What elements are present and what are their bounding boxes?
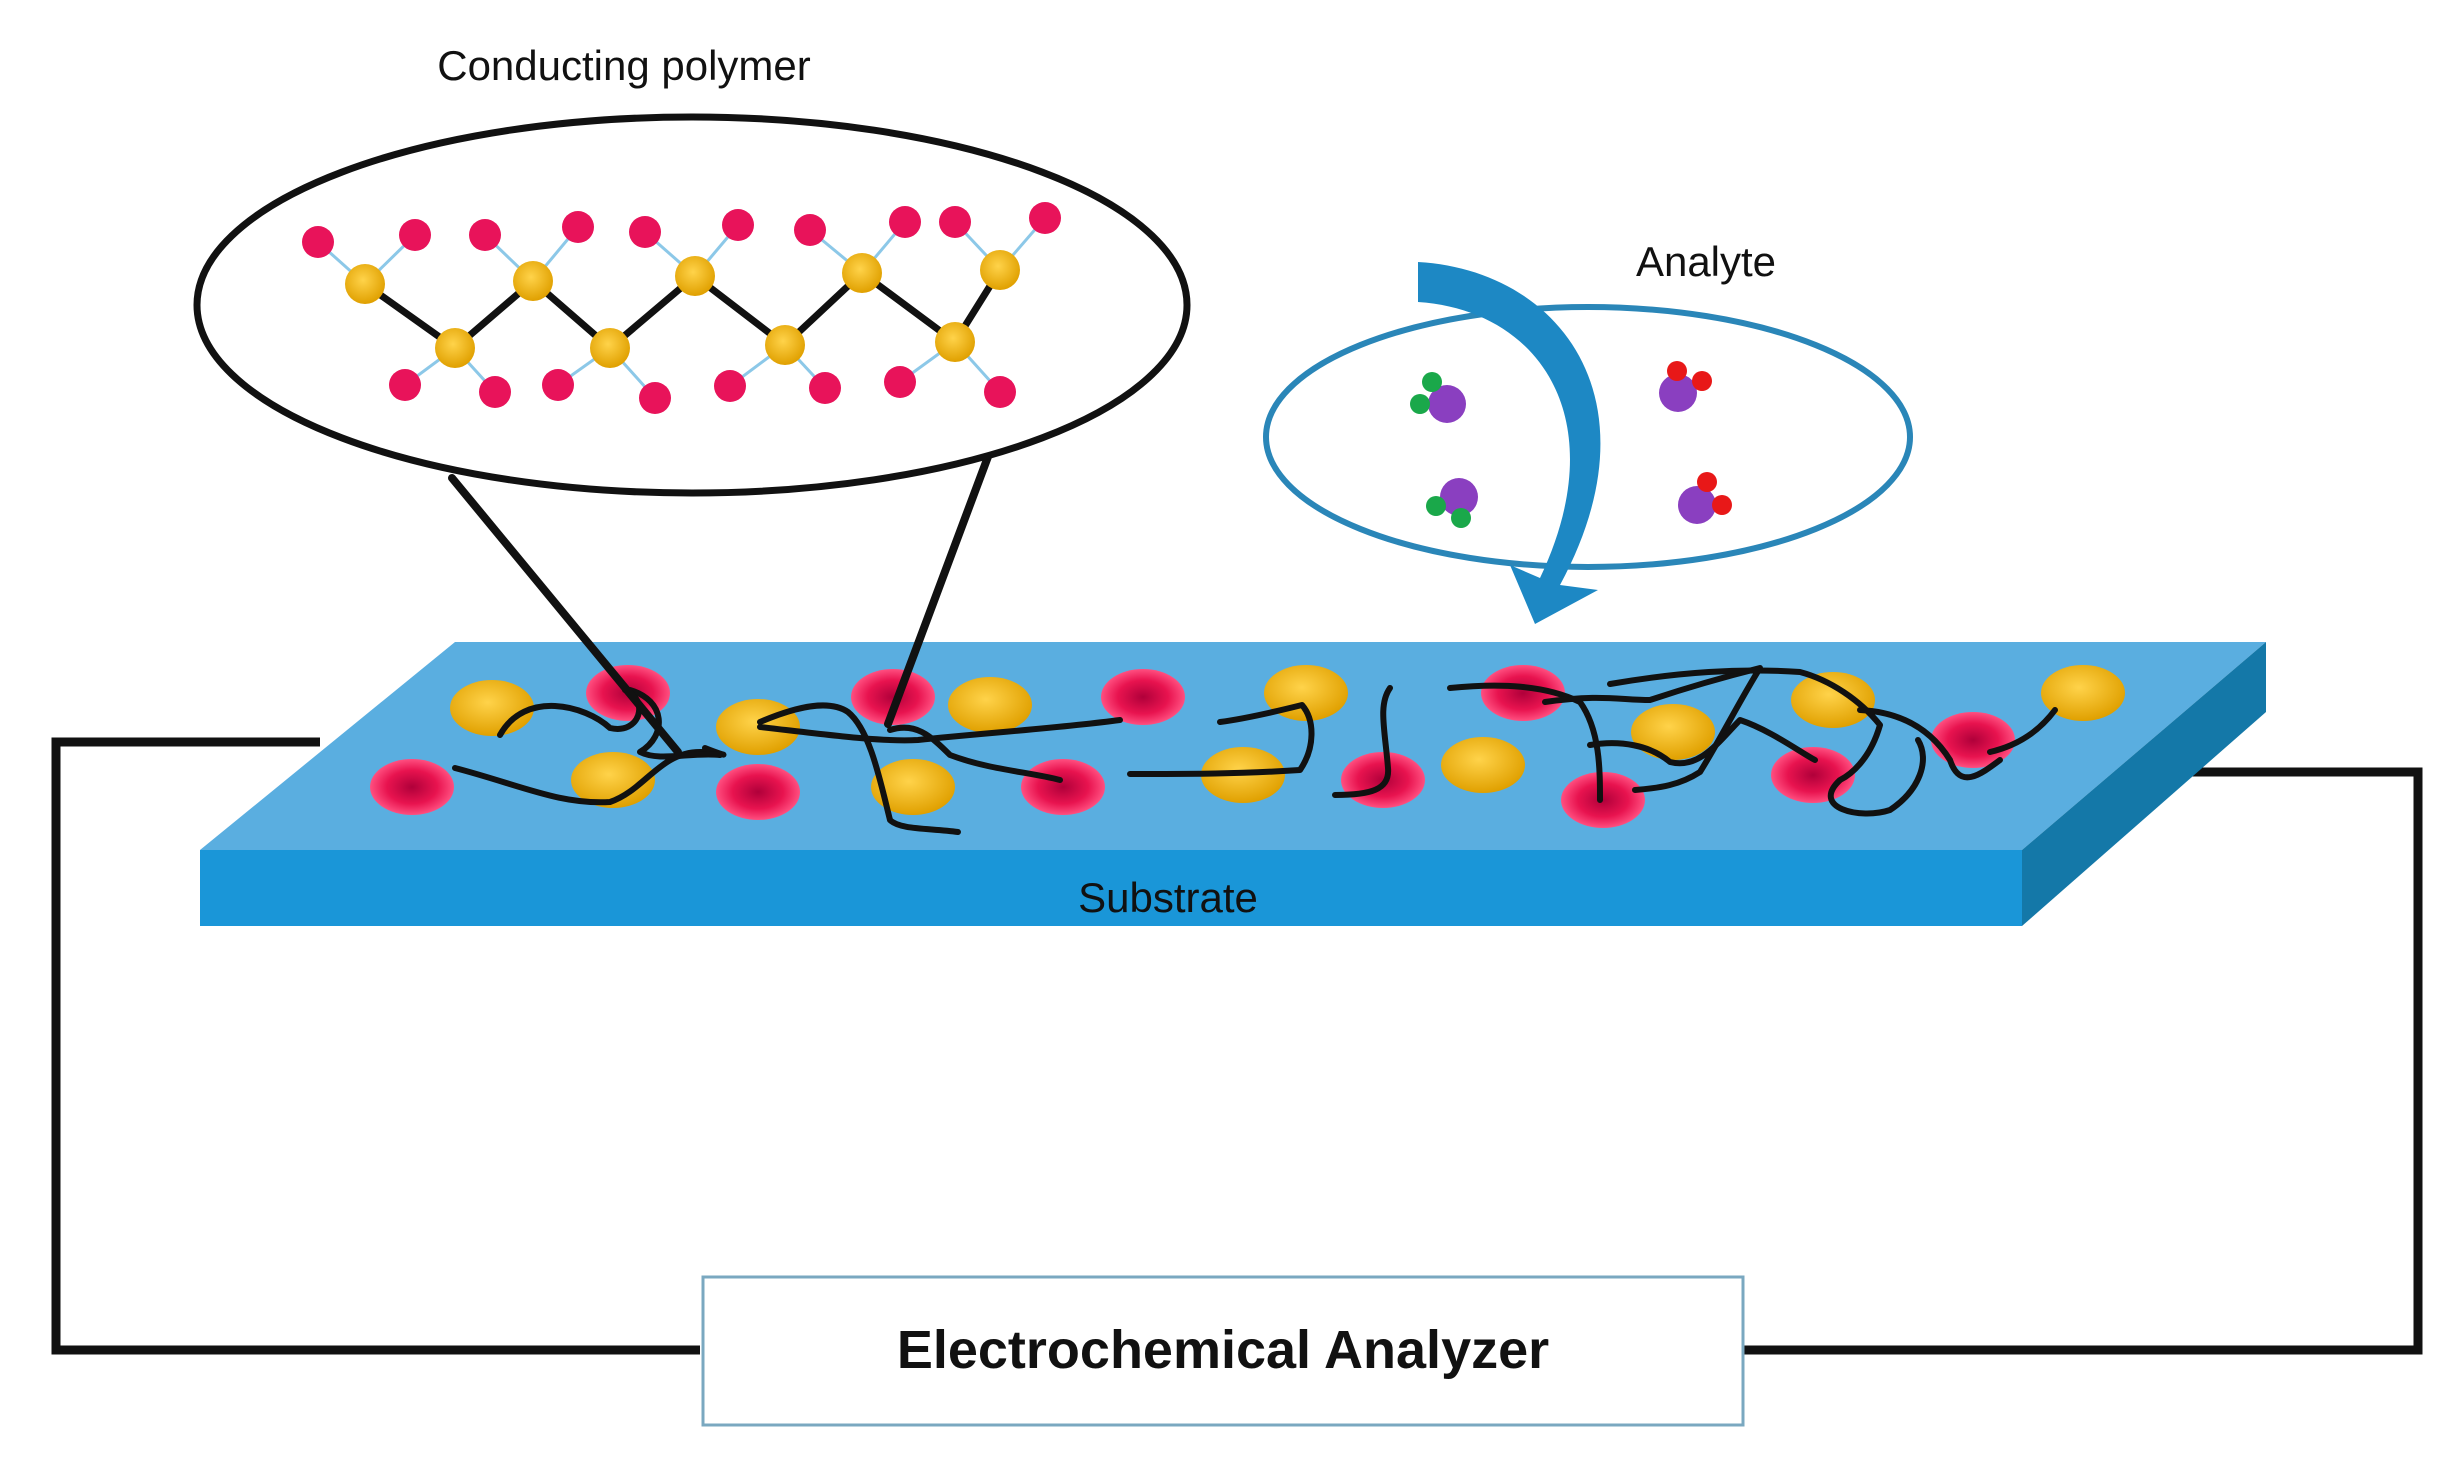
gold-particle (450, 680, 534, 736)
gold-particle (1791, 672, 1875, 728)
polymer-chain (1987, 707, 2058, 755)
polymer-chain (757, 717, 1123, 744)
polymer-atoms-pink (302, 202, 1061, 414)
circuit-wire (51, 737, 2423, 1355)
polymer-chain (1607, 667, 1926, 817)
wire-left (51, 737, 700, 1355)
substrate-side-face (2022, 642, 2266, 926)
substrate-label: Substrate (1078, 874, 1258, 921)
pink-particle (370, 759, 454, 815)
conducting-polymer-label: Conducting polymer (437, 42, 811, 89)
analyzer-box (701, 1275, 1745, 1427)
wire-right (1740, 767, 2423, 1355)
polymer-chain (627, 687, 723, 760)
pink-particle (1771, 747, 1855, 803)
polymer-chain (1332, 685, 1393, 798)
substrate-front-face (200, 850, 2022, 926)
analyte-molecule-green-1 (1410, 372, 1466, 423)
gold-particle (571, 752, 655, 808)
analyte-callout: Analyte (1263, 238, 1913, 624)
gold-particle (1441, 737, 1525, 793)
pink-particle (1101, 669, 1185, 725)
polymer-callout: Conducting polymer (193, 42, 1191, 497)
gold-particle (871, 759, 955, 815)
electrochemical-analyzer: Electrochemical Analyzer (701, 1275, 1745, 1427)
analyte-label: Analyte (1636, 238, 1776, 285)
polymer-chain (1447, 682, 1603, 803)
substrate-top-face (200, 642, 2266, 850)
pink-particle (851, 669, 935, 725)
pink-particle (1021, 759, 1105, 815)
analyte-molecule-green-2 (1426, 478, 1478, 528)
polymer-ellipse (193, 113, 1191, 497)
analyzer-label: Electrochemical Analyzer (897, 1320, 1549, 1380)
zoom-line-right (884, 442, 996, 728)
zoom-lines (448, 442, 996, 756)
analyte-molecule-red-2 (1678, 472, 1732, 524)
polymer-chains (452, 665, 2058, 835)
substrate: Substrate (200, 642, 2266, 926)
pink-particle (1481, 665, 1565, 721)
curved-arrow-icon (1418, 262, 1601, 624)
analyte-molecule-red-1 (1659, 361, 1712, 412)
polymer-chain (757, 702, 961, 835)
polymer-chain (1857, 707, 2003, 781)
polymer-chain (887, 724, 1063, 783)
polymer-chain (1127, 702, 1315, 777)
gold-particle (1631, 704, 1715, 760)
zoom-line-left (448, 474, 682, 756)
polymer-atoms-gold (345, 250, 1020, 368)
polymer-chain (1587, 717, 1818, 767)
gold-particle (948, 677, 1032, 733)
gold-particle (2041, 665, 2125, 721)
pink-particle (716, 764, 800, 820)
